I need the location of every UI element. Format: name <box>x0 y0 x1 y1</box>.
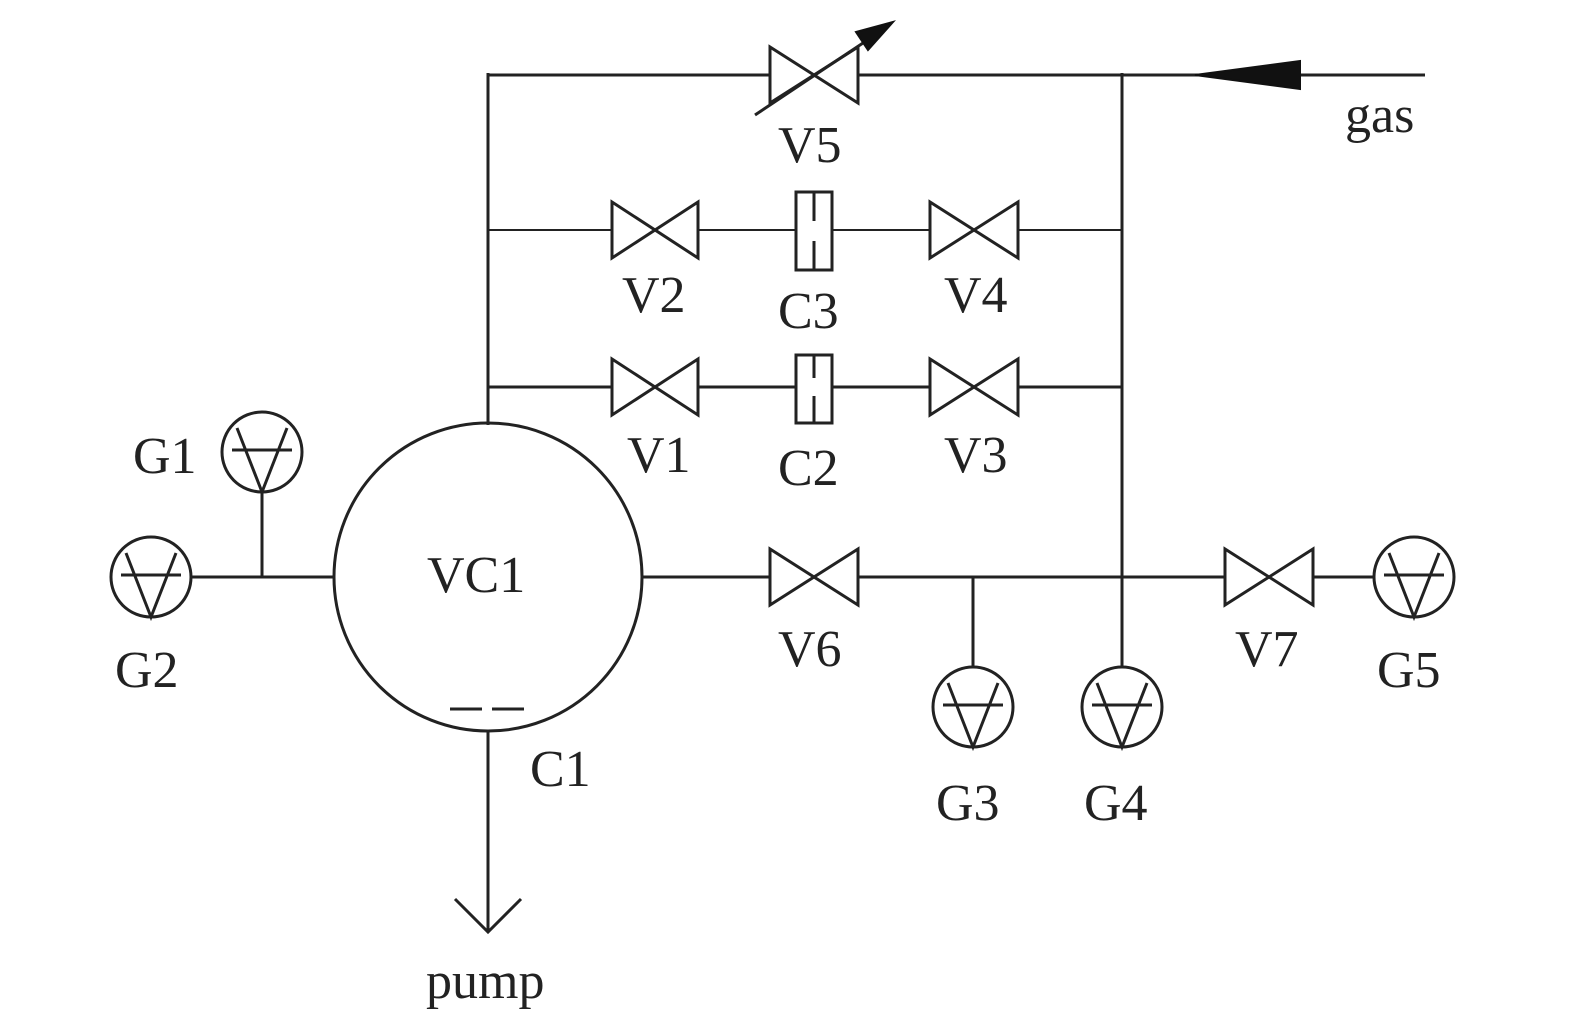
gauge-g2 <box>109 535 193 622</box>
gauge-g1 <box>220 410 304 497</box>
label-c2: C2 <box>778 440 839 497</box>
label-pump: pump <box>426 953 544 1010</box>
label-g2: G2 <box>115 642 179 699</box>
label-g4: G4 <box>1084 775 1148 832</box>
pipes <box>192 73 1425 935</box>
label-v6: V6 <box>778 621 842 678</box>
label-g3: G3 <box>936 775 1000 832</box>
valve-v6[interactable] <box>768 546 860 608</box>
vacuum-chamber-vc1 <box>332 421 644 733</box>
gauge-g4 <box>1080 665 1164 752</box>
label-v7: V7 <box>1235 621 1299 678</box>
valve-v4[interactable] <box>928 199 1020 261</box>
v5-adjust-arrow <box>854 20 896 52</box>
valve-v7[interactable] <box>1223 546 1315 608</box>
gas-inlet-arrow <box>1194 59 1301 91</box>
valve-v2[interactable] <box>610 199 700 261</box>
label-g1: G1 <box>133 428 197 485</box>
label-v4: V4 <box>944 267 1008 324</box>
label-c3: C3 <box>778 283 839 340</box>
pump-arrow-head <box>453 897 523 935</box>
conductance-c3 <box>794 190 834 272</box>
label-v3: V3 <box>944 427 1008 484</box>
label-v2: V2 <box>622 267 686 324</box>
label-g5: G5 <box>1377 642 1441 699</box>
label-v1: V1 <box>627 427 691 484</box>
valve-v1[interactable] <box>610 356 700 418</box>
label-gas: gas <box>1345 87 1414 144</box>
valve-v5[interactable] <box>754 20 896 117</box>
label-vc1: VC1 <box>427 547 525 604</box>
v5-adjust-stem <box>754 31 879 117</box>
label-c1: C1 <box>530 741 591 798</box>
gauge-g5 <box>1372 535 1456 622</box>
label-v5: V5 <box>778 117 842 174</box>
valve-v3[interactable] <box>928 356 1020 418</box>
gauge-g3 <box>931 665 1015 752</box>
conductance-c2 <box>794 353 834 425</box>
